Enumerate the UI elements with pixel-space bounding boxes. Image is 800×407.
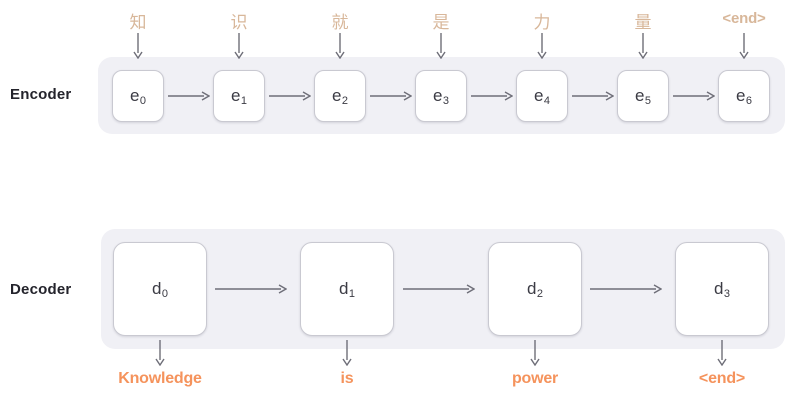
encoder-input-arrow-3: [434, 33, 448, 59]
decoder-cell-0[interactable]: d0: [113, 242, 207, 336]
encoder-cell-2-label: e2: [331, 86, 349, 107]
decoder-output-arrow-3: [715, 340, 729, 366]
encoder-row-label: Encoder: [10, 86, 72, 103]
encoder-cell-3[interactable]: e3: [415, 70, 467, 122]
encoder-input-token-6: <end>: [722, 10, 766, 27]
decoder-output-word-0: Knowledge: [118, 370, 202, 387]
decoder-output-arrow-0: [153, 340, 167, 366]
encoder-input-arrow-5: [636, 33, 650, 59]
decoder-cell-2-label: d2: [526, 279, 544, 300]
decoder-output-arrow-1: [340, 340, 354, 366]
encoder-input-arrow-2: [333, 33, 347, 59]
encoder-input-token-3: 是: [432, 13, 450, 32]
encoder-input-arrow-6: [737, 33, 751, 59]
encoder-input-arrow-1: [232, 33, 246, 59]
encoder-input-token-2: 就: [331, 13, 349, 32]
decoder-cell-0-label: d0: [151, 279, 169, 300]
decoder-flow-arrow-2-3: [590, 282, 662, 296]
encoder-cell-6-label: e6: [735, 86, 753, 107]
encoder-flow-arrow-3-4: [471, 89, 513, 103]
encoder-cell-4-label: e4: [533, 86, 551, 107]
encoder-flow-arrow-1-2: [269, 89, 311, 103]
decoder-cell-2[interactable]: d2: [488, 242, 582, 336]
decoder-cell-1[interactable]: d1: [300, 242, 394, 336]
encoder-flow-arrow-4-5: [572, 89, 614, 103]
decoder-output-word-2: power: [511, 370, 559, 387]
encoder-cell-0-label: e0: [129, 86, 147, 107]
encoder-input-token-1: 识: [230, 13, 248, 32]
encoder-cell-5[interactable]: e5: [617, 70, 669, 122]
decoder-flow-arrow-0-1: [215, 282, 287, 296]
encoder-cell-6[interactable]: e6: [718, 70, 770, 122]
encoder-cell-1[interactable]: e1: [213, 70, 265, 122]
encoder-input-arrow-0: [131, 33, 145, 59]
encoder-cell-5-label: e5: [634, 86, 652, 107]
decoder-cell-3-label: d3: [713, 279, 731, 300]
decoder-row-label: Decoder: [10, 281, 72, 298]
encoder-cell-0[interactable]: e0: [112, 70, 164, 122]
encoder-cell-4[interactable]: e4: [516, 70, 568, 122]
decoder-cell-3[interactable]: d3: [675, 242, 769, 336]
encoder-flow-arrow-0-1: [168, 89, 210, 103]
encoder-input-token-0: 知: [129, 13, 147, 32]
encoder-cell-3-label: e3: [432, 86, 450, 107]
encoder-input-token-4: 力: [533, 13, 551, 32]
decoder-cell-1-label: d1: [338, 279, 356, 300]
decoder-flow-arrow-1-2: [403, 282, 475, 296]
encoder-cell-2[interactable]: e2: [314, 70, 366, 122]
decoder-output-word-1: is: [340, 370, 354, 387]
decoder-output-word-3: <end>: [698, 370, 746, 387]
encoder-flow-arrow-2-3: [370, 89, 412, 103]
decoder-output-arrow-2: [528, 340, 542, 366]
encoder-cell-1-label: e1: [230, 86, 248, 107]
encoder-input-token-5: 量: [634, 13, 652, 32]
encoder-input-arrow-4: [535, 33, 549, 59]
encoder-flow-arrow-5-6: [673, 89, 715, 103]
